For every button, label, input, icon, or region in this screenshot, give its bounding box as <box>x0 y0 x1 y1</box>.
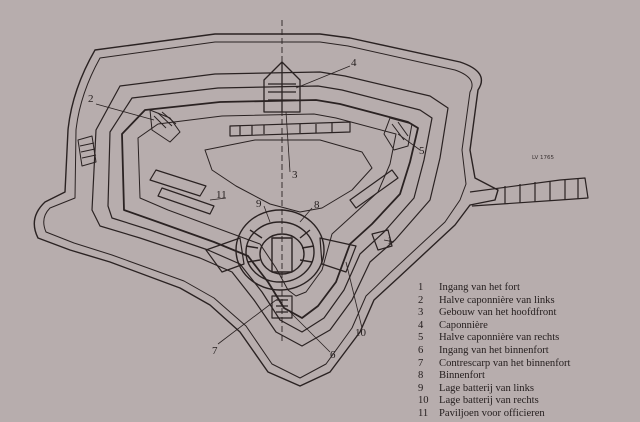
legend-item: 1 Ingang van het fort <box>418 282 628 295</box>
callout-5: 5 <box>419 145 425 157</box>
legend-item: 11 Paviljoen voor officieren <box>418 408 628 421</box>
legend-number: 7 <box>418 357 424 369</box>
legend-number: 3 <box>418 307 424 319</box>
legend-item: 6 Ingang van het binnenfort <box>418 345 628 358</box>
legend-number: 4 <box>418 319 424 331</box>
ditch-inner <box>107 85 433 333</box>
low-battery-left <box>205 237 245 273</box>
outer-glacis <box>33 33 499 387</box>
legend-text: Binnenfort <box>439 370 485 382</box>
legend-number: 6 <box>418 344 424 356</box>
fort-entrance <box>371 229 393 251</box>
callout-4: 4 <box>351 57 357 69</box>
legend-item: 7 Contrescarp van het binnenfort <box>418 358 628 371</box>
callout-11: 11 <box>216 189 227 201</box>
drawing-signature: LV 1765 <box>532 155 554 161</box>
legend-number: 11 <box>418 407 429 419</box>
ditch-outer <box>91 71 449 347</box>
legend-item: 4 Caponnière <box>418 320 628 333</box>
main-rampart <box>121 99 419 319</box>
legend-item: 5 Halve caponnière van rechts <box>418 332 628 345</box>
legend-text: Paviljoen voor officieren <box>439 407 545 419</box>
legend-text: Gebouw van het hoofdfront <box>439 307 557 319</box>
callout-6: 6 <box>330 349 336 361</box>
legend-text: Ingang van het fort <box>439 282 520 293</box>
left-stair <box>77 135 97 167</box>
legend-text: Lage batterij van rechts <box>439 395 539 407</box>
inner-rampart-line <box>137 113 397 297</box>
left-half-caponniere <box>149 109 181 143</box>
main-front-building <box>229 121 351 137</box>
outer-glacis-inner-line <box>43 41 473 379</box>
legend-text: Halve caponnière van rechts <box>439 332 560 344</box>
leader-lines <box>95 65 421 353</box>
legend-item: 3 Gebouw van het hoofdfront <box>418 307 628 320</box>
legend-item: 8 Binnenfort <box>418 370 628 383</box>
legend-number: 9 <box>418 382 424 394</box>
legend-text: Ingang van het binnenfort <box>439 344 549 356</box>
low-battery-right <box>319 237 357 273</box>
access-causeway <box>469 177 589 207</box>
officers-pavilion <box>149 169 399 215</box>
legend-number: 1 <box>418 282 424 293</box>
callout-9: 9 <box>256 198 262 210</box>
legend-text: Caponnière <box>439 319 488 331</box>
callout-7: 7 <box>212 345 218 357</box>
callout-2: 2 <box>88 93 94 105</box>
legend-number: 2 <box>418 294 424 306</box>
callout-10: 10 <box>355 327 366 339</box>
legend-number: 8 <box>418 370 424 382</box>
legend-item: 2 Halve caponnière van links <box>418 295 628 308</box>
legend-text: Contrescarp van het binnenfort <box>439 357 571 369</box>
legend-text: Halve caponnière van links <box>439 294 555 306</box>
legend-number: 5 <box>418 332 424 344</box>
legend-item: 10 Lage batterij van rechts <box>418 395 628 408</box>
callout-3: 3 <box>292 169 298 181</box>
callout-8: 8 <box>314 199 320 211</box>
inner-fort <box>235 209 325 291</box>
callout-1: 1 <box>387 235 393 247</box>
legend-number: 10 <box>418 395 429 407</box>
courtyard <box>204 139 373 213</box>
legend-item: 9 Lage batterij van links <box>418 383 628 396</box>
legend-text: Lage batterij van links <box>439 382 535 394</box>
